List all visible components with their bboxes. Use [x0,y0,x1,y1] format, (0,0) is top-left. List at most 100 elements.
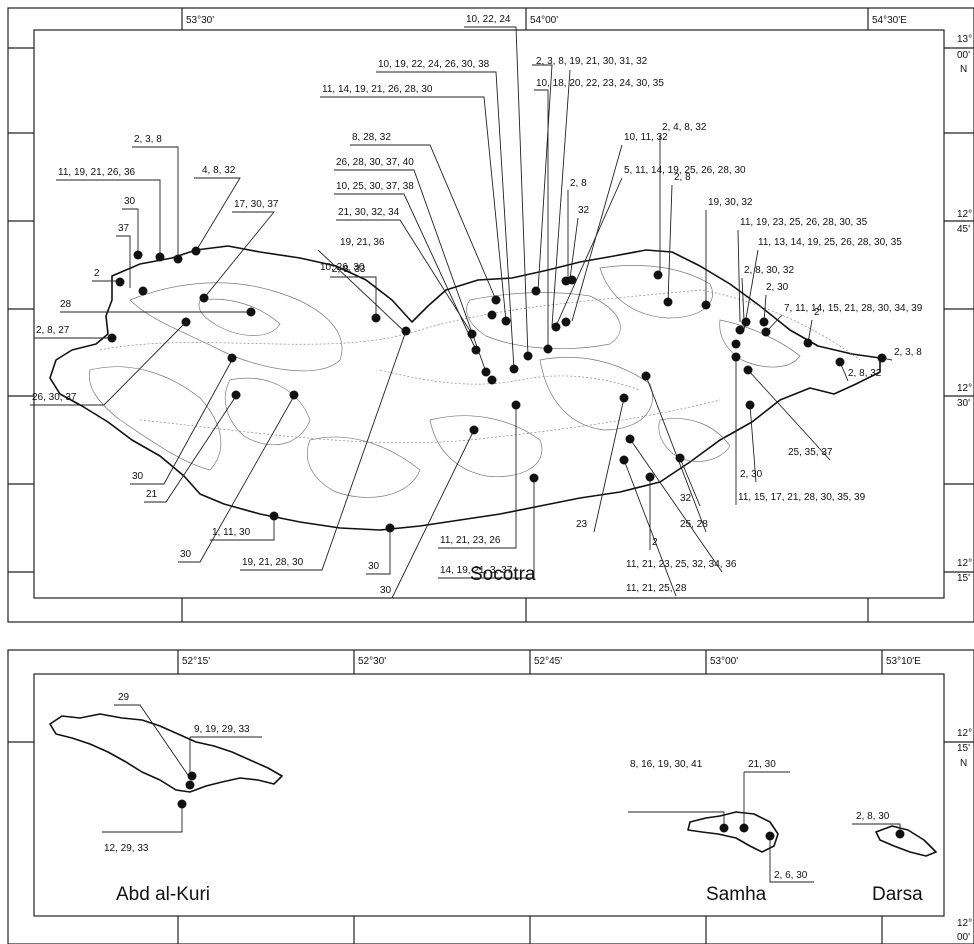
site-dot [227,353,237,363]
site-dot [653,270,663,280]
site-label: 11, 19, 23, 25, 26, 28, 30, 35 [740,217,868,228]
darsa-island [875,825,937,857]
site-label: 19, 30, 32 [708,197,753,208]
top-coordinate-labels: 53°30' 54°00' 54°30'E 13° 00' N 12° 45' … [186,15,972,584]
site-label: 11, 14, 19, 21, 26, 28, 30 [322,84,433,95]
darsa-labels: 2, 8, 30 [856,811,890,822]
site-dot [531,286,541,296]
site-dot [731,339,741,349]
site-dot [181,317,191,327]
abd-al-kuri-labels: 29 9, 19, 29, 33 12, 29, 33 [104,692,250,854]
site-label: 10, 18, 20, 22, 23, 24, 30, 35 [536,78,664,89]
site-dot [185,780,195,790]
site-label: 2, 8 [674,172,691,183]
abd-al-kuri-dots [177,771,197,809]
site-label: 30 [380,585,392,596]
bottom-map-frame [7,649,974,944]
site-dot [107,333,117,343]
darsa-name-label: Darsa [872,884,923,905]
site-dot [529,473,539,483]
site-label: 26, 30, 37 [32,392,77,403]
site-label: 2, 30 [766,282,789,293]
samha-name-label: Samha [706,884,767,905]
site-label: 19, 21, 36 [340,237,385,248]
site-dot [191,246,201,256]
site-label: 7, 11, 14, 15, 21, 28, 30, 34, 39 [784,303,923,314]
site-dot [177,799,187,809]
samha-island [687,811,779,853]
lat-label-12-00-min: 00' [957,932,970,943]
site-dot [371,313,381,323]
site-label: 14, 19, 21, 3, 37 [440,565,513,576]
site-label: 2, 30 [740,469,763,480]
site-label: 5, 11, 14, 19, 25, 26, 28, 30 [624,165,746,176]
site-dot [487,375,497,385]
site-label: 2, 8, 32 [848,368,882,379]
socotra-site-labels: 2, 3, 8 11, 19, 21, 26, 36 30 37 2 28 2,… [32,14,923,596]
socotra-site-dots [107,246,887,533]
lat-label-12-45-deg: 12° [957,209,972,220]
site-dot [523,351,533,361]
site-dot [543,344,553,354]
site-dot [138,286,148,296]
site-label: 4, 8, 32 [202,165,236,176]
site-dot [231,390,241,400]
site-label: 2 [652,537,658,548]
site-dot [835,357,845,367]
site-label: 2, 8, 27 [36,325,70,336]
site-label: 30 [132,471,144,482]
site-dot [759,317,769,327]
site-dot [187,771,197,781]
site-dot [173,254,183,264]
site-dot [509,364,519,374]
lon-label-53-30: 53°30' [186,15,214,26]
site-label: 11, 21, 23, 25, 32, 34, 36 [626,559,737,570]
site-dot [619,393,629,403]
site-dot [481,367,491,377]
site-dot [803,338,813,348]
site-dot [246,307,256,317]
bottom-coordinate-labels: 52°15' 52°30' 52°45' 53°00' 53°10'E 12° … [182,656,972,943]
darsa-dots [895,829,905,839]
site-label: 30 [180,549,192,560]
site-dot [877,353,887,363]
site-label: 19, 21, 28, 30 [242,557,304,568]
site-label: 2, 8, 30, 32 [744,265,794,276]
lat-label-13-deg: 13° [957,34,972,45]
site-label: 37 [118,223,130,234]
site-label: 21 [146,489,158,500]
samha-leaders [628,771,814,883]
lon-label-52-45: 52°45' [534,656,562,667]
lon-label-53-10: 53°10'E [886,656,921,667]
site-label: 2, 3, 8 [134,134,162,145]
site-label: 25, 35, 37 [788,447,833,458]
site-label: 21, 30, 32, 34 [338,207,400,218]
samha-labels: 8, 16, 19, 30, 41 21, 30 2, 6, 30 [630,759,808,881]
lon-label-52-15: 52°15' [182,656,210,667]
site-dot [487,310,497,320]
site-label: 9, 19, 29, 33 [194,724,250,735]
socotra-name-label: Socotra [470,564,536,585]
socotra-island [49,245,881,531]
site-label: 2, 6, 30 [774,870,808,881]
site-label: 8, 16, 19, 30, 41 [630,759,703,770]
site-label: 10, 19, 22, 24, 26, 30, 38 [378,59,490,70]
samha-dots [719,823,775,841]
site-label: 8, 28, 32 [352,132,391,143]
site-dot [491,295,501,305]
site-dot [741,317,751,327]
site-dot [761,327,771,337]
site-dot [471,345,481,355]
site-label: 26, 28, 30, 37, 40 [336,157,414,168]
site-label: 2, 8, 30 [856,811,890,822]
lat-label-12-15-deg: 12° [957,728,972,739]
site-dot [561,317,571,327]
site-label: 25, 28 [680,519,708,530]
lon-label-53-00: 53°00' [710,656,738,667]
lat-label-12-30-min: 30' [957,398,970,409]
lat-label-12-15-min: 15' [957,743,970,754]
site-dot [385,523,395,533]
abd-al-kuri-leaders [102,704,262,833]
site-dot [289,390,299,400]
site-label: 11, 13, 14, 19, 25, 26, 28, 30, 35 [758,237,902,248]
